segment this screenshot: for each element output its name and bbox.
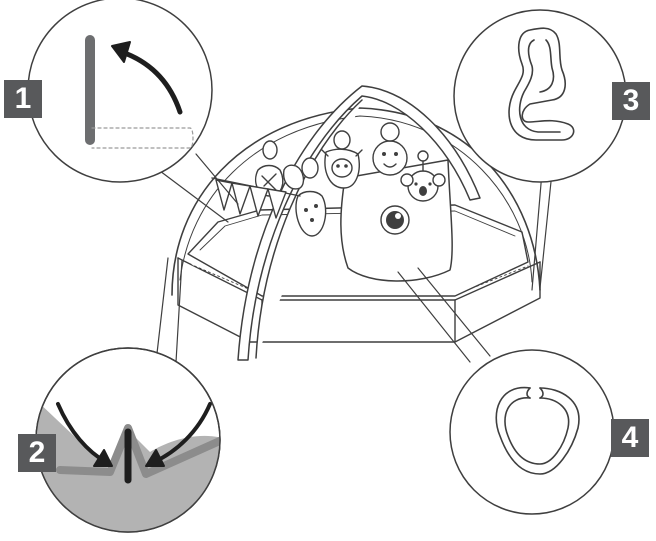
sloth-toy	[321, 130, 363, 189]
c-clip-icon	[508, 27, 575, 141]
callout-step-4	[449, 349, 615, 515]
play-gym-illustration	[171, 85, 541, 361]
bunting-flags	[211, 177, 301, 219]
round-face-toy	[372, 122, 408, 176]
koala-toy	[400, 150, 446, 202]
callout-leaders	[155, 153, 553, 363]
step-3-badge: 3	[612, 82, 650, 120]
press-together-arrows-icon	[56, 402, 212, 484]
canopy-dome	[171, 107, 541, 296]
callout-step-1	[27, 0, 213, 183]
step-4-badge: 4	[611, 419, 649, 457]
callout-step-2	[35, 347, 221, 533]
fold-up-arrow-icon	[85, 35, 194, 149]
step-1-badge: 1	[4, 80, 42, 118]
callout-step-3	[453, 9, 627, 183]
ring-link-icon	[495, 386, 580, 475]
step-2-badge: 2	[18, 434, 56, 472]
